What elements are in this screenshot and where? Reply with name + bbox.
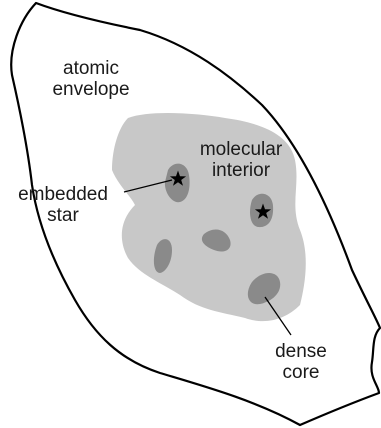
dense-core-label-line1: dense <box>275 341 327 362</box>
molecular-interior-label-line1: molecular <box>200 139 283 160</box>
embedded-star-label-line2: star <box>47 205 79 226</box>
atomic-envelope-label-line2: envelope <box>52 79 129 100</box>
molecular-interior-label-line2: interior <box>212 160 271 181</box>
embedded-star-label-line1: embedded <box>18 184 108 205</box>
atomic-envelope-label-line1: atomic <box>63 58 119 79</box>
dense-core-label-line2: core <box>283 362 320 383</box>
